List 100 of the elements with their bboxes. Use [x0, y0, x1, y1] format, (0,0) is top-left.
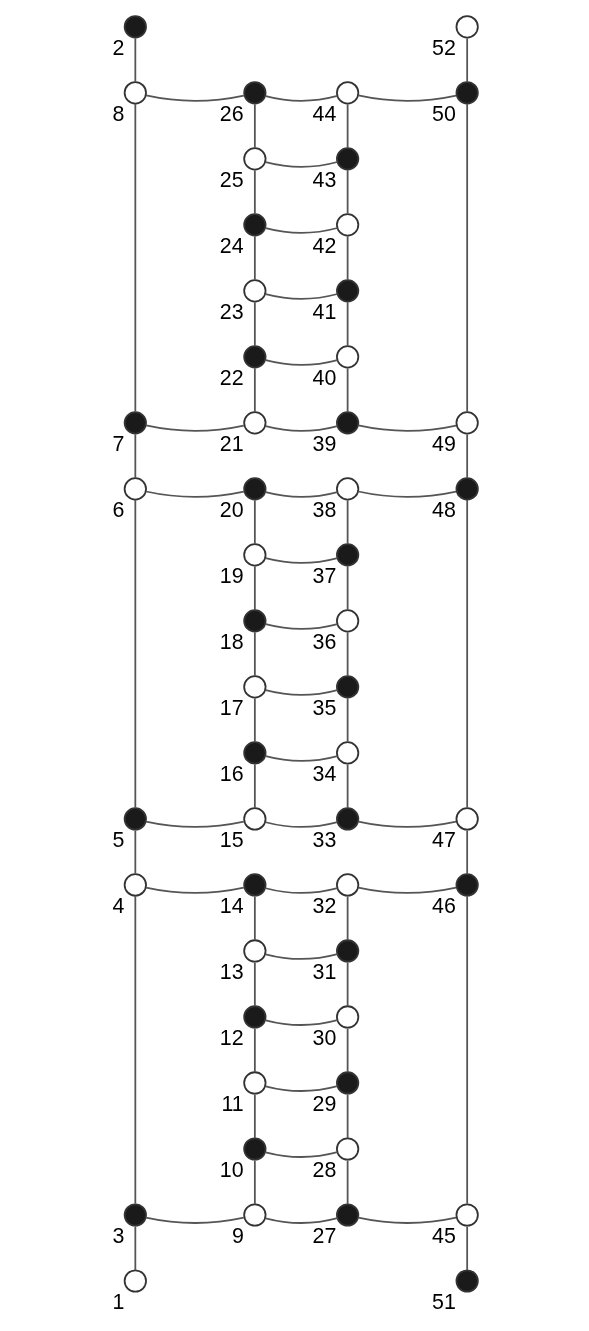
node-circle	[242, 741, 266, 765]
node-circle	[455, 873, 479, 897]
node-label: 24	[219, 233, 244, 258]
node-circle	[455, 411, 479, 435]
node-circle	[335, 345, 359, 369]
node-circle	[335, 213, 359, 237]
connector	[264, 1085, 338, 1092]
connector	[346, 565, 348, 611]
node-label: 15	[219, 827, 244, 852]
connector	[465, 37, 468, 83]
node-label: 13	[219, 959, 244, 984]
connector	[253, 235, 256, 281]
node-circle	[123, 477, 147, 501]
node-label: 43	[312, 167, 336, 192]
connector	[133, 499, 136, 809]
node-circle	[335, 741, 359, 765]
node-label: 37	[312, 563, 336, 588]
node-circle	[335, 279, 359, 303]
node-circle	[335, 477, 359, 501]
node-circle	[335, 807, 359, 831]
node-label: 6	[111, 497, 124, 522]
node-circle	[335, 543, 359, 567]
node-label: 41	[312, 299, 336, 324]
node-label: 9	[231, 1223, 244, 1248]
node-circle	[455, 477, 479, 501]
node-label: 25	[219, 167, 244, 192]
node-circle	[455, 807, 479, 831]
connector	[346, 169, 348, 215]
node-circle	[242, 81, 266, 105]
connector	[346, 103, 348, 149]
node-circle	[335, 1203, 359, 1227]
connector	[144, 424, 245, 432]
node-label: 21	[219, 431, 244, 456]
node-circle	[242, 279, 266, 303]
connector	[144, 820, 245, 828]
node-label: 49	[431, 431, 456, 456]
node-label: 10	[219, 1157, 244, 1182]
connector	[253, 895, 256, 941]
node-circle	[123, 807, 147, 831]
connector	[357, 424, 457, 432]
node-label: 26	[219, 101, 244, 126]
node-label: 11	[220, 1091, 244, 1116]
node-label: 23	[219, 299, 244, 324]
node-circle	[123, 15, 147, 39]
node-circle	[242, 213, 266, 237]
node-circle	[242, 477, 266, 501]
node-label: 35	[312, 695, 336, 720]
node-circle	[242, 147, 266, 171]
connector	[346, 697, 348, 743]
connector	[264, 425, 338, 432]
connector	[346, 763, 348, 809]
node-label: 22	[219, 365, 244, 390]
node-circle	[242, 411, 266, 435]
node-label: 7	[111, 431, 124, 456]
node-label: 36	[312, 629, 336, 654]
connector	[264, 953, 338, 960]
node-circle	[242, 609, 266, 633]
connector	[264, 1217, 338, 1224]
connector	[465, 829, 468, 875]
connector	[253, 763, 256, 809]
connector	[357, 94, 457, 102]
connector	[346, 235, 348, 281]
connector	[264, 293, 338, 300]
node-label: 20	[219, 497, 244, 522]
connector	[465, 433, 468, 479]
connector	[357, 490, 457, 498]
connector	[253, 169, 256, 215]
node-label: 1	[111, 1289, 124, 1314]
node-circle	[242, 1137, 266, 1161]
node-label: 5	[111, 827, 124, 852]
node-label: 19	[219, 563, 244, 588]
node-label: 8	[111, 101, 124, 126]
node-label: 31	[312, 959, 336, 984]
connector	[253, 961, 256, 1007]
node-label: 29	[312, 1091, 336, 1116]
connector	[346, 367, 348, 413]
node-circle	[335, 411, 359, 435]
node-label: 28	[312, 1157, 336, 1182]
connector	[264, 491, 338, 498]
node-circle	[335, 147, 359, 171]
connector	[144, 886, 245, 894]
node-circle	[335, 675, 359, 699]
node-circle	[335, 1071, 359, 1095]
connector	[346, 1027, 348, 1073]
node-label: 4	[111, 893, 124, 918]
connector	[253, 1093, 256, 1139]
connector	[133, 433, 136, 479]
connector	[133, 895, 136, 1205]
connector	[253, 631, 256, 677]
node-circle	[123, 873, 147, 897]
connector	[264, 887, 338, 894]
connector	[264, 689, 338, 696]
node-circle	[242, 1203, 266, 1227]
node-circle	[335, 939, 359, 963]
connector	[346, 895, 348, 941]
connector	[264, 1019, 338, 1026]
node-label: 38	[312, 497, 336, 522]
connector	[133, 1225, 136, 1271]
connector	[346, 499, 348, 545]
node-label: 40	[312, 365, 336, 390]
